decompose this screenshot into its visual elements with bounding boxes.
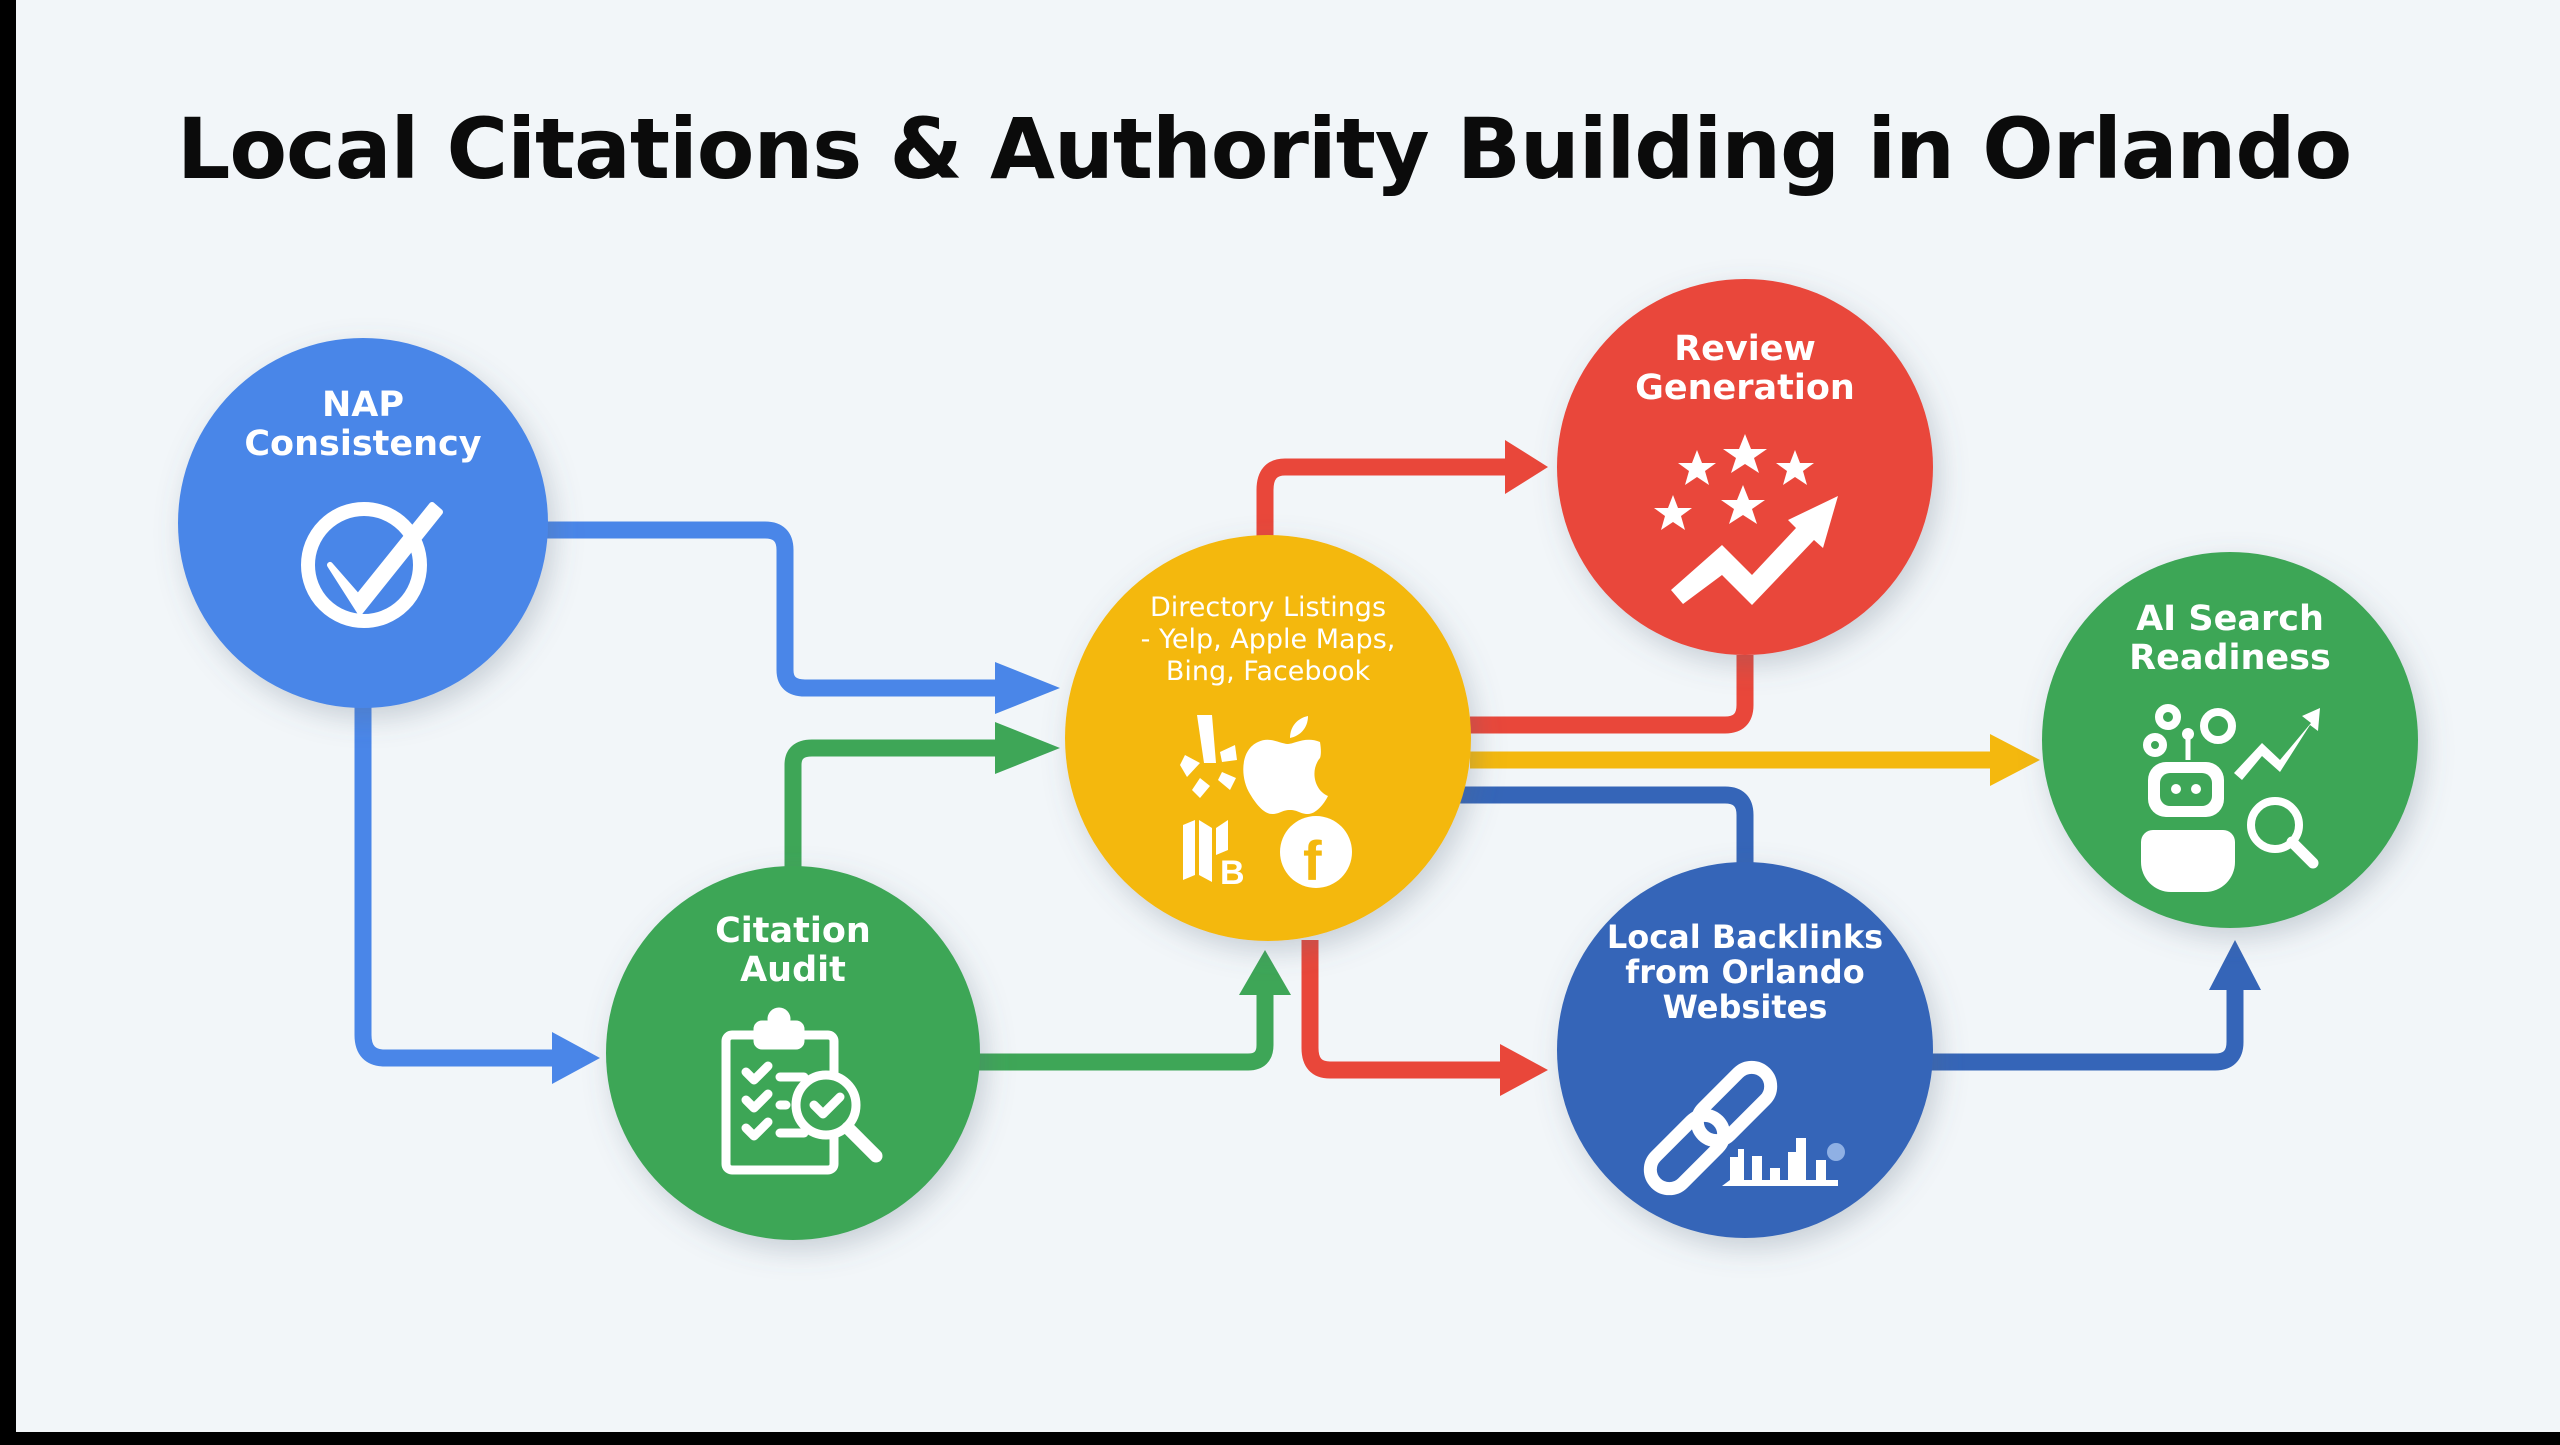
stars-trend-icon <box>1654 434 1838 605</box>
edge-nap-to-directory <box>545 521 1000 697</box>
citation-audit-label: Citation Audit <box>643 911 943 991</box>
arrowhead-directory-review <box>1505 440 1548 494</box>
edge-citation-audit-to-directory-left <box>784 739 1000 868</box>
citation-audit-label-line1: Citation <box>715 911 871 951</box>
node-citation-audit[interactable] <box>606 866 980 1240</box>
bing-maps-icon: B <box>1183 820 1245 892</box>
robot-trend-search-icon <box>2141 704 2320 892</box>
node-ai-search-readiness[interactable] <box>2042 552 2418 928</box>
svg-text:f: f <box>1303 829 1322 892</box>
apple-icon <box>1243 716 1328 814</box>
nap-label: NAP Consistency <box>213 385 513 465</box>
edge-backlinks-to-ai-search <box>1930 985 2244 1071</box>
ai-search-label: AI Search Readiness <box>2080 599 2380 679</box>
node-nap-consistency[interactable] <box>178 338 548 708</box>
backlinks-label-line2: from Orlando <box>1625 953 1865 992</box>
backlinks-label-line3: Websites <box>1662 988 1828 1027</box>
chain-link-skyline-icon <box>1643 1060 1845 1196</box>
node-local-backlinks[interactable] <box>1557 862 1933 1238</box>
svg-text:B: B <box>1220 854 1245 892</box>
arrowhead-directory-ai-search <box>1990 734 2040 786</box>
node-review-generation[interactable] <box>1557 279 1933 655</box>
arrowhead-citation-directory-bottom <box>1239 950 1291 995</box>
arrowhead-nap-directory <box>995 662 1060 714</box>
arrowhead-citation-directory-left <box>995 722 1060 774</box>
citation-audit-label-line2: Audit <box>740 950 846 991</box>
clipboard-search-icon <box>721 1007 883 1175</box>
review-label-line1: Review <box>1674 329 1816 369</box>
review-label: Review Generation <box>1595 329 1895 409</box>
page-title: Local Citations & Authority Building in … <box>176 100 2352 198</box>
edge-citation-audit-to-directory-bottom <box>978 990 1274 1071</box>
arrowhead-directory-backlinks <box>1500 1044 1548 1096</box>
facebook-icon: f <box>1280 816 1352 892</box>
directory-label-line3: Bing, Facebook <box>1165 655 1371 687</box>
edge-nap-to-citation-audit <box>354 705 560 1067</box>
edge-review-to-directory <box>1470 655 1754 734</box>
directory-label: Directory Listings - Yelp, Apple Maps, B… <box>1098 592 1438 688</box>
edge-directory-to-backlinks-top <box>1460 786 1754 865</box>
directory-label-line2: - Yelp, Apple Maps, <box>1140 623 1396 655</box>
yelp-icon <box>1180 715 1237 798</box>
backlinks-label: Local Backlinks from Orlando Websites <box>1580 918 1910 1027</box>
arrowhead-nap-citation <box>552 1032 600 1084</box>
ai-search-label-line2: Readiness <box>2129 638 2331 679</box>
directory-label-line1: Directory Listings <box>1149 592 1387 623</box>
nap-label-line2: Consistency <box>244 424 482 465</box>
review-label-line2: Generation <box>1635 368 1855 409</box>
arrowhead-backlinks-ai-search <box>2209 940 2261 990</box>
edge-directory-to-review <box>1256 458 1510 538</box>
backlinks-label-line1: Local Backlinks <box>1606 918 1884 956</box>
ai-search-label-line1: AI Search <box>2136 599 2324 639</box>
edge-directory-to-backlinks <box>1301 940 1505 1079</box>
nap-label-line1: NAP <box>321 385 405 425</box>
node-directory-listings[interactable]: B f <box>1065 535 1471 941</box>
check-circle-icon <box>301 502 443 628</box>
